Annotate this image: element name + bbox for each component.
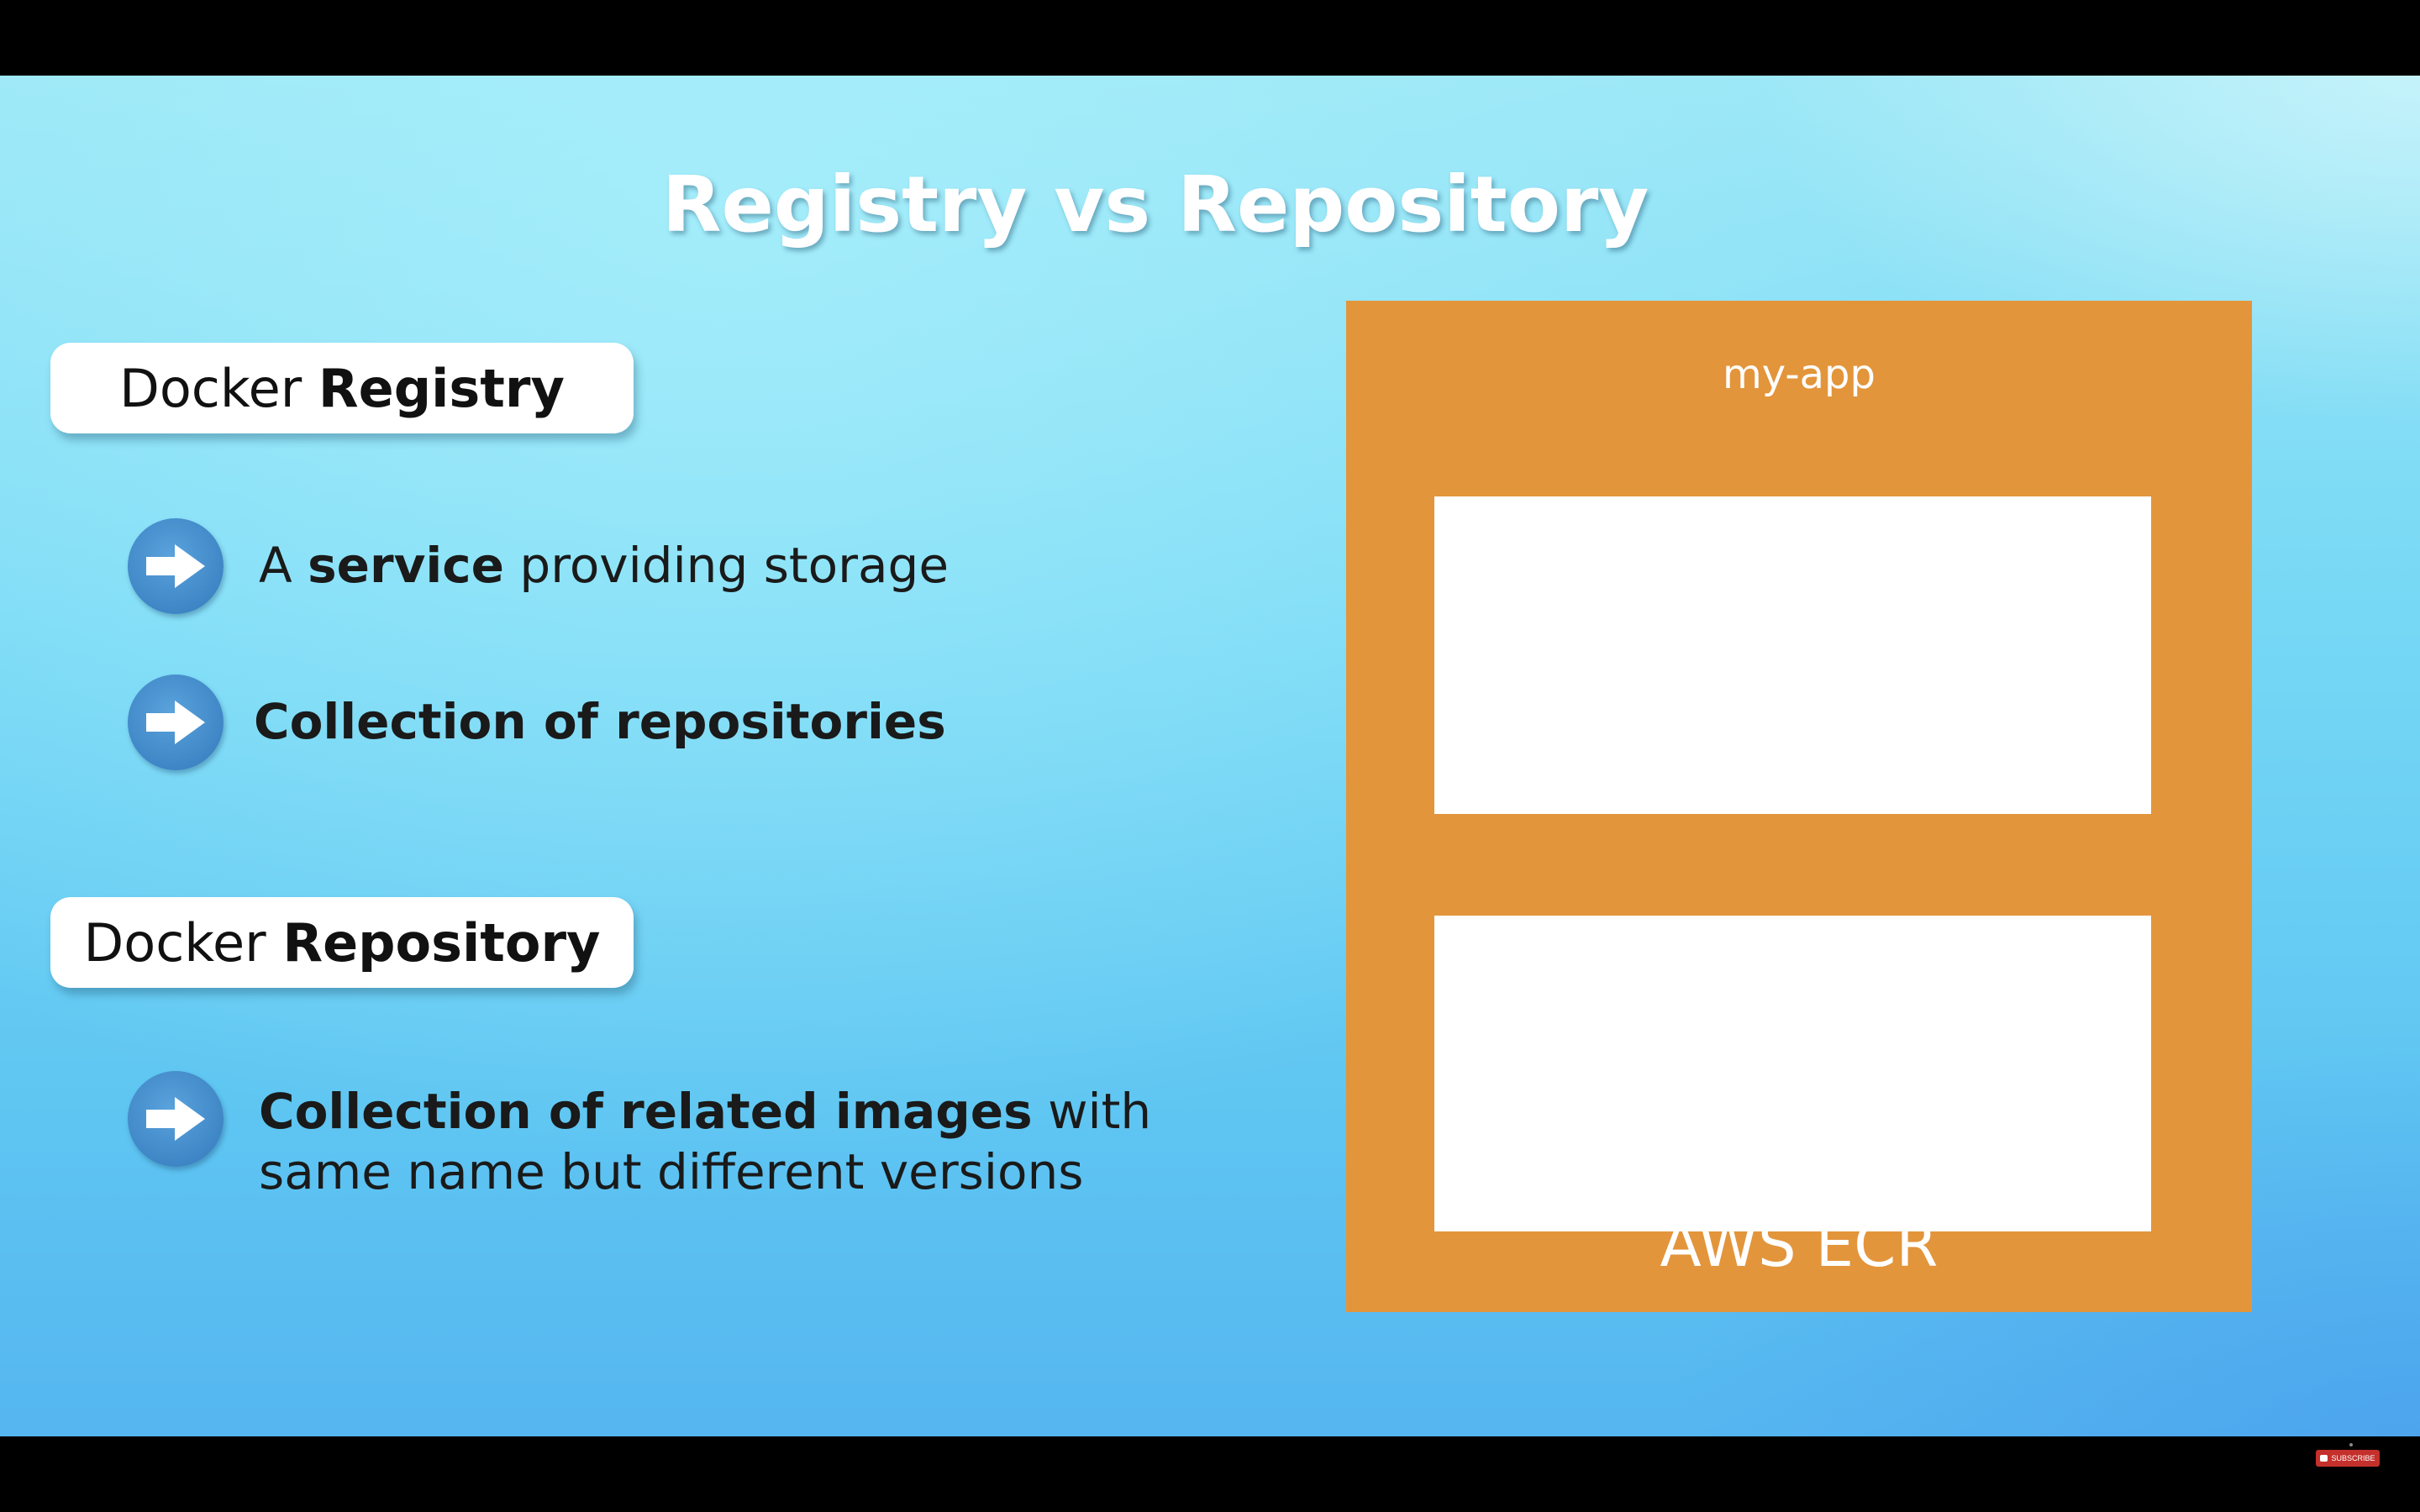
registry-box-prefix: Docker [119,357,318,419]
registry-bullet-1-text: A service providing storage [259,537,950,594]
repo-box-my-app [1434,496,2151,814]
registry-bullet-2: Collection of repositories [128,675,946,770]
aws-ecr-label: AWS ECR [1660,1210,1939,1280]
docker-repository-box: Docker Repository [50,897,634,988]
repository-box-bold: Repository [282,911,601,974]
slide-title: Registry vs Repository [661,160,1649,249]
arrow-right-icon [128,1071,224,1167]
aws-ecr-panel: my-app my-service AWS ECR [1346,301,2252,1312]
repo-box-my-service [1434,916,2151,1231]
docker-registry-box: Docker Registry [50,343,634,433]
registry-bullet-1: A service providing storage [128,518,949,614]
youtube-icon [2320,1455,2328,1462]
repository-bullet-1: Collection of related images with same n… [128,1071,1267,1202]
subscribe-label: SUBSCRIBE [2331,1454,2375,1462]
registry-bullet-2-text: Collection of repositories [254,693,946,750]
repository-box-prefix: Docker [83,911,283,974]
repo-label-my-app: my-app [1723,351,1876,398]
repository-bullet-1-text: Collection of related images with same n… [259,1083,1167,1200]
more-dot-icon [2349,1443,2353,1446]
registry-box-bold: Registry [318,357,565,419]
presentation-slide: Registry vs Repository Docker Registry A… [0,76,2420,1436]
arrow-right-icon [128,518,224,614]
arrow-right-icon [128,675,224,770]
subscribe-button[interactable]: SUBSCRIBE [2316,1450,2380,1467]
repo-label-my-service: my-service [1688,768,1910,815]
